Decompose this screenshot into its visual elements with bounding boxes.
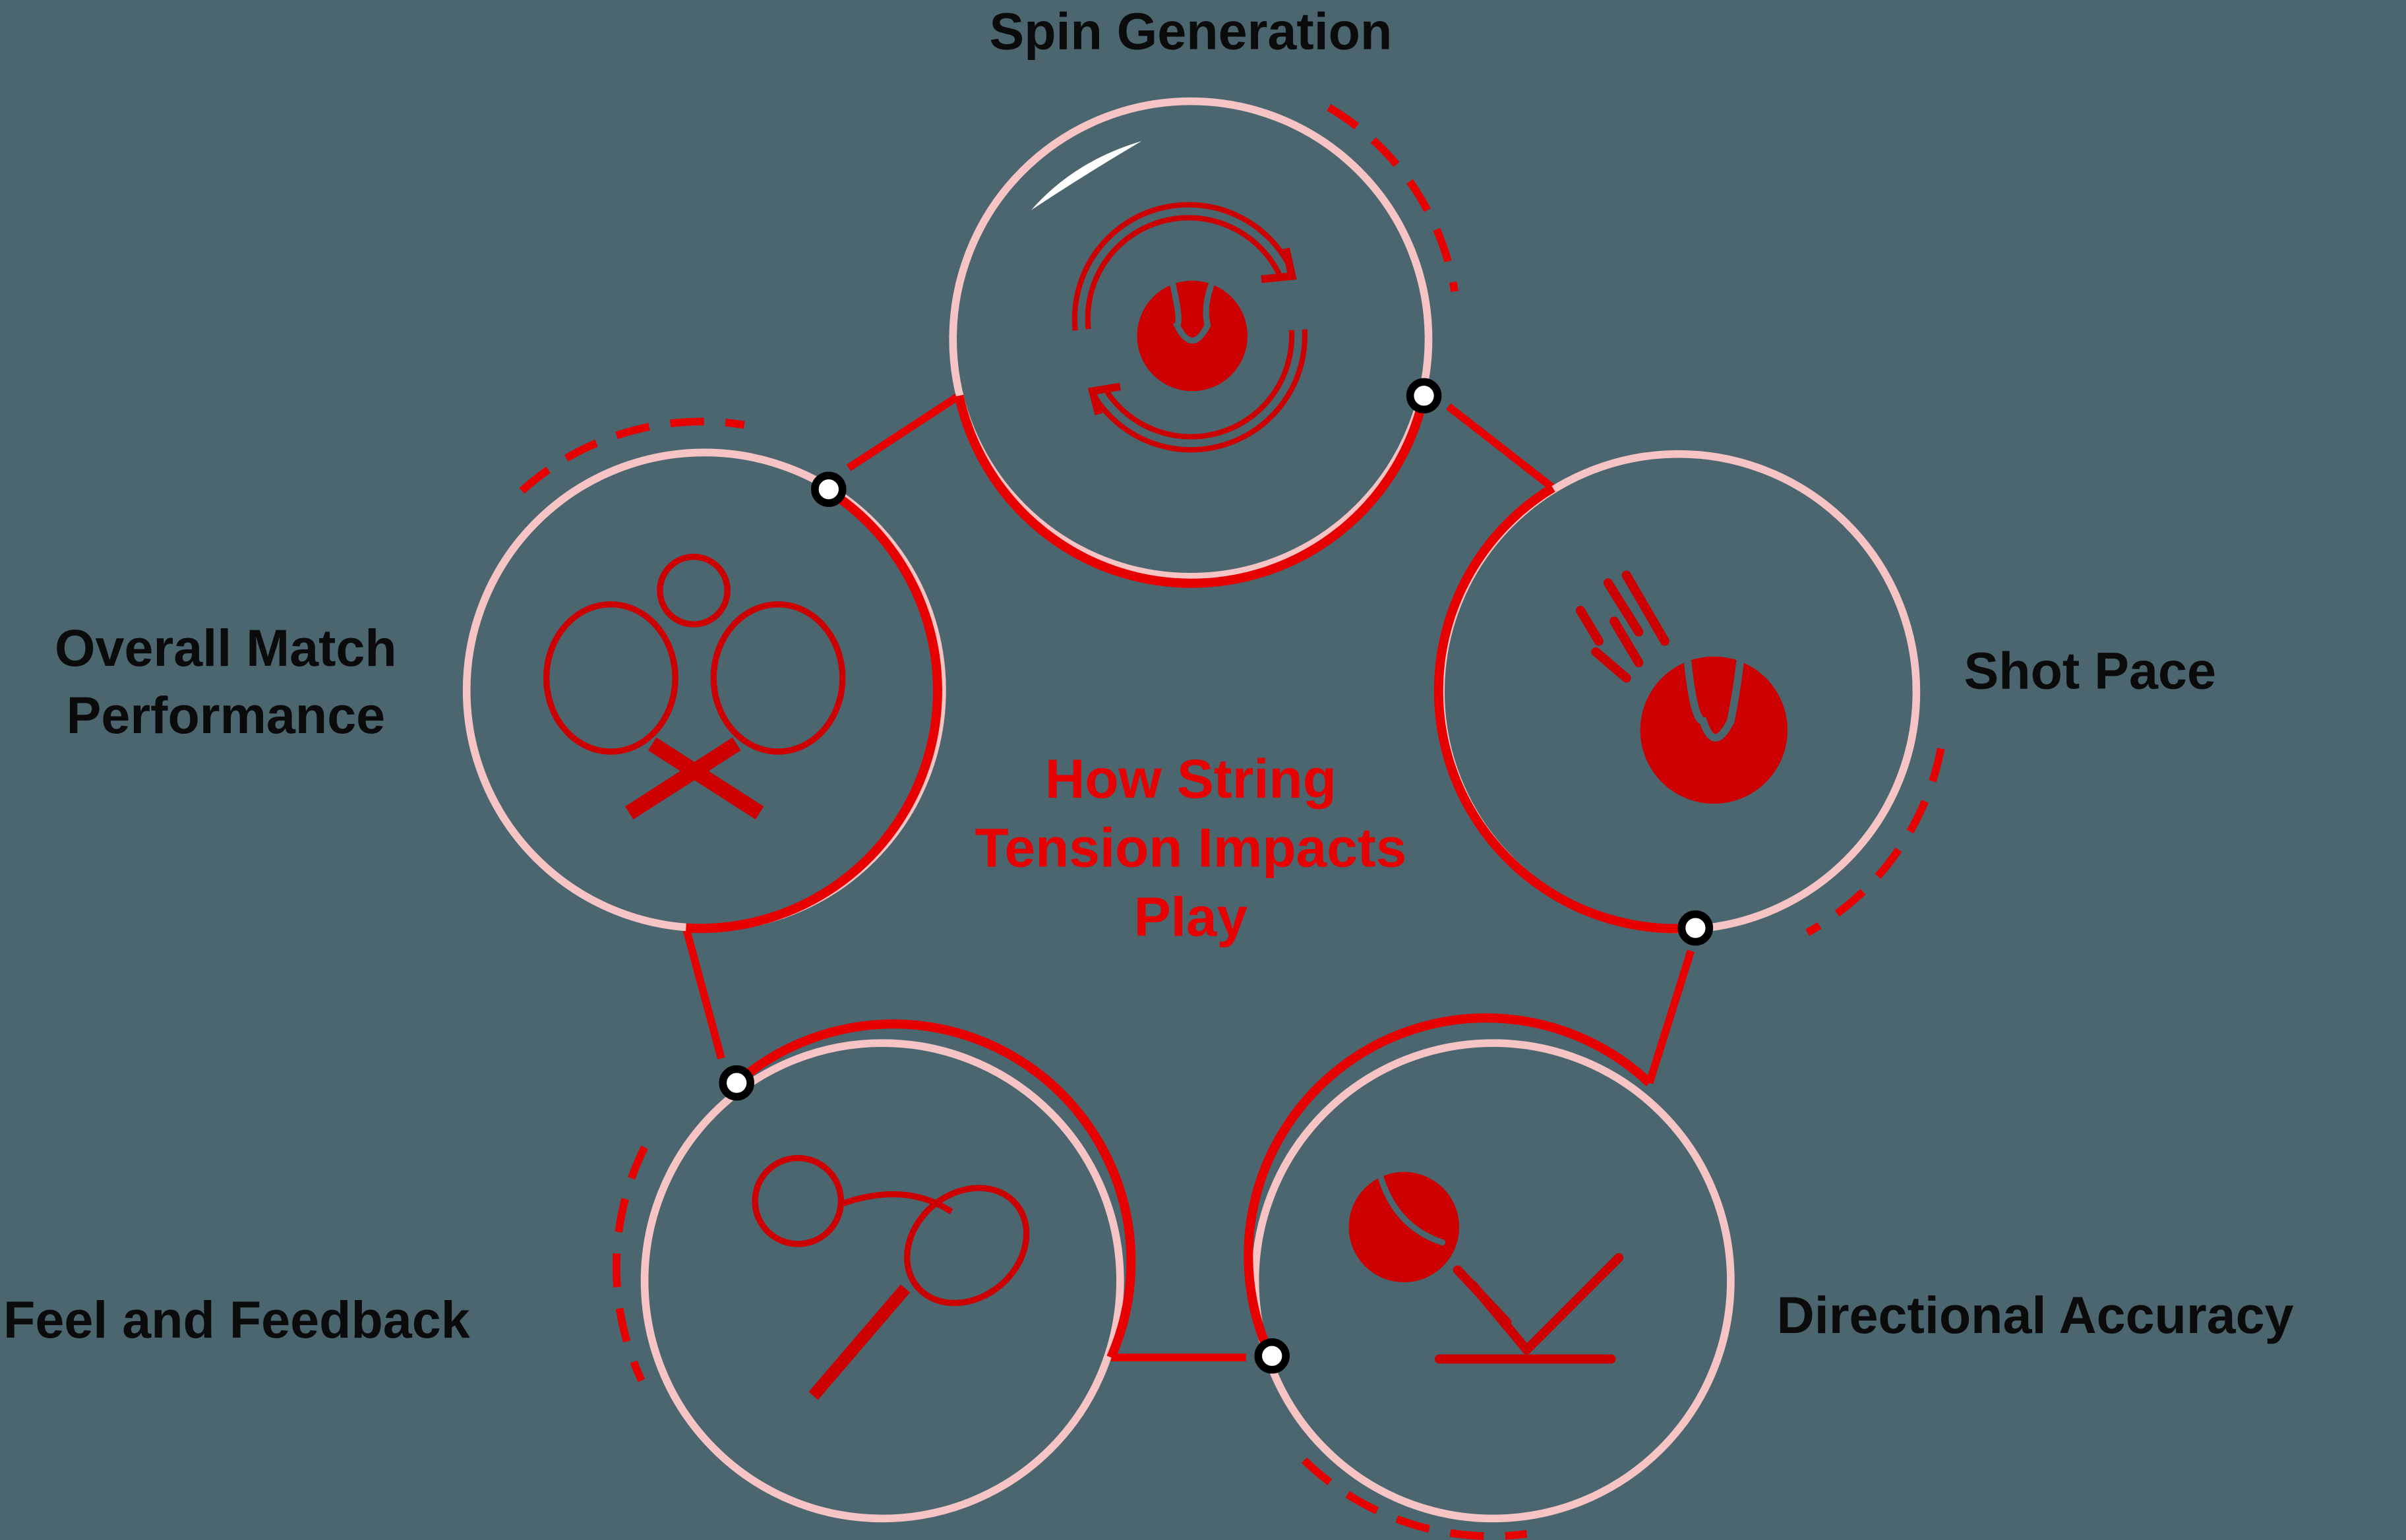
- label-overall-match-line2: Performance: [67, 686, 386, 744]
- label-directional-accuracy: Directional Accuracy: [1777, 1286, 2294, 1344]
- racket-hit-ball-icon: [752, 1155, 1030, 1400]
- node-overall-match-performance[interactable]: [462, 417, 946, 933]
- label-spin-generation: Spin Generation: [989, 1, 1392, 60]
- label-overall-match-line1: Overall Match: [55, 618, 397, 677]
- node-directional-accuracy[interactable]: [1244, 1013, 1735, 1540]
- crossed-rackets-icon: [543, 553, 846, 819]
- label-shot-pace: Shot Pace: [1964, 641, 2216, 700]
- center-title-line1: How String: [1045, 748, 1337, 810]
- node-shot-pace[interactable]: [1433, 450, 1945, 936]
- spin-ball-icon: [1071, 202, 1308, 453]
- connector-dots: [719, 378, 1714, 1374]
- node-spin-generation[interactable]: [949, 97, 1459, 588]
- center-title-line3: Play: [1134, 885, 1248, 947]
- node-feel-and-feedback[interactable]: [613, 1019, 1136, 1523]
- fast-ball-icon: [1575, 570, 1788, 804]
- connectors: [682, 392, 1695, 1361]
- label-feel-and-feedback: Feel and Feedback: [3, 1290, 471, 1349]
- bounce-angle-icon: [1348, 1171, 1624, 1364]
- center-title-line2: Tension Impacts: [975, 817, 1407, 879]
